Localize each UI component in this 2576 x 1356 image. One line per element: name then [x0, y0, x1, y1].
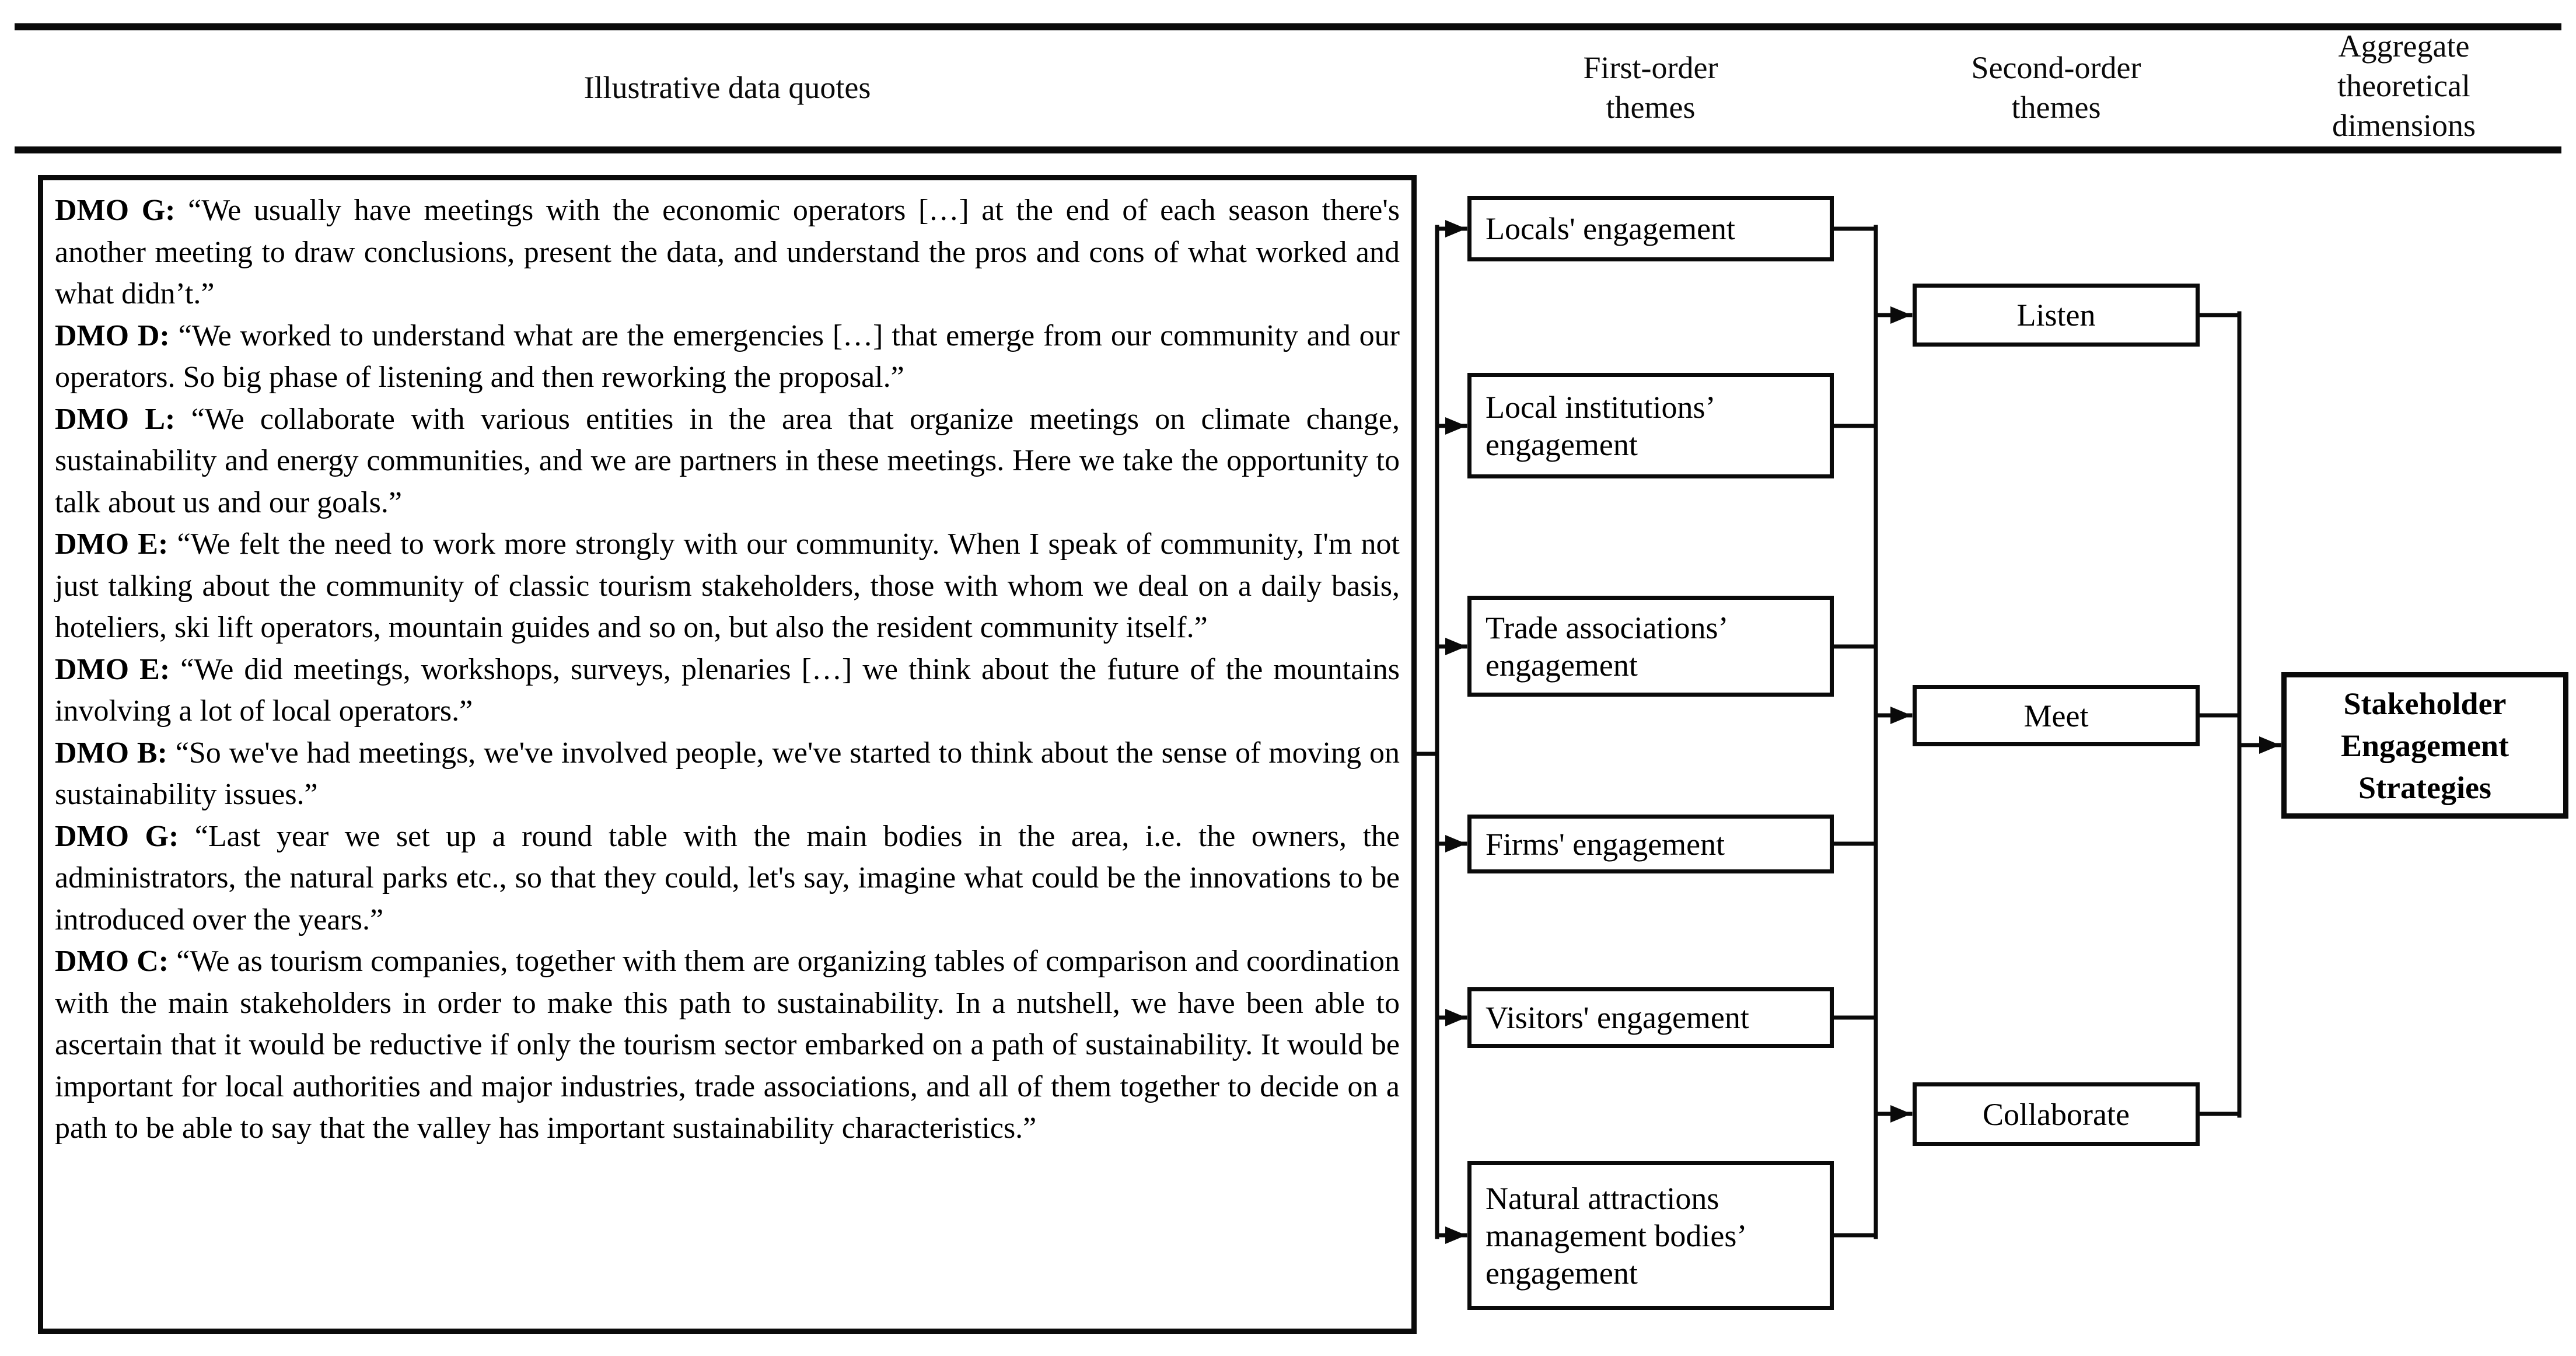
quote-item: DMO E: “We felt the need to work more st…	[55, 523, 1400, 649]
header-line: themes	[2011, 90, 2101, 125]
quote-speaker: DMO G:	[55, 819, 179, 853]
header-line: dimensions	[2332, 108, 2476, 143]
aggregate-box-stakeholder-engagement-strategies: Stakeholder Engagement Strategies	[2281, 672, 2568, 819]
box-label-line: engagement	[1486, 427, 1638, 462]
quote-speaker: DMO E:	[55, 527, 169, 561]
second-order-box-meet: Meet	[1913, 685, 2200, 746]
header-bottom-rule	[15, 146, 2561, 153]
quote-text: “So we've had meetings, we've involved p…	[55, 736, 1400, 812]
quote-text: “We as tourism companies, together with …	[55, 945, 1400, 1145]
quote-text: “We collaborate with various entities in…	[55, 402, 1400, 519]
quote-speaker: DMO D:	[55, 319, 170, 352]
quote-speaker: DMO B:	[55, 736, 167, 770]
box-label-line: engagement	[1486, 647, 1638, 683]
first-order-box-natural-attractions-management-bodies-engagement: Natural attractions management bodies’ e…	[1467, 1161, 1834, 1310]
first-order-box-local-institutions-engagement: Local institutions’ engagement	[1467, 373, 1834, 478]
quote-item: DMO D: “We worked to understand what are…	[55, 315, 1400, 399]
header-line: themes	[1606, 90, 1696, 125]
column-header-second-order-themes: Second-order themes	[1913, 48, 2200, 127]
box-label-line: Stakeholder	[2343, 686, 2507, 721]
first-order-box-visitors-engagement: Visitors' engagement	[1467, 987, 1834, 1048]
column-header-aggregate-theoretical-dimensions: Aggregate theoretical dimensions	[2264, 26, 2544, 145]
quote-text: “We usually have meetings with the econo…	[55, 194, 1400, 310]
quote-text: “We worked to understand what are the em…	[55, 319, 1400, 394]
quote-speaker: DMO C:	[55, 945, 169, 978]
quote-item: DMO G: “Last year we set up a round tabl…	[55, 816, 1400, 941]
box-label-line: Natural attractions	[1486, 1180, 1719, 1216]
quote-item: DMO C: “We as tourism companies, togethe…	[55, 941, 1400, 1149]
first-order-box-trade-associations-engagement: Trade associations’ engagement	[1467, 596, 1834, 697]
illustrative-quotes-panel: DMO G: “We usually have meetings with th…	[38, 175, 1417, 1334]
box-label-line: management bodies’	[1486, 1218, 1747, 1253]
box-label-line: Locals' engagement	[1486, 211, 1736, 246]
quote-speaker: DMO E:	[55, 652, 170, 686]
box-label-line: Strategies	[2358, 770, 2491, 805]
box-label-line: engagement	[1486, 1255, 1638, 1291]
box-label-line: Listen	[2016, 298, 2096, 333]
box-label-line: Engagement	[2341, 728, 2509, 763]
quote-item: DMO G: “We usually have meetings with th…	[55, 190, 1400, 315]
header-line: Aggregate	[2338, 29, 2470, 64]
column-header-illustrative-data-quotes: Illustrative data quotes	[583, 70, 871, 105]
header-line: First-order	[1583, 50, 1718, 85]
box-label-line: Trade associations’	[1486, 610, 1729, 645]
first-order-box-locals-engagement: Locals' engagement	[1467, 196, 1834, 261]
quote-text: “We felt the need to work more strongly …	[55, 527, 1400, 644]
box-label-line: Firms' engagement	[1486, 826, 1725, 862]
first-order-box-firms-engagement: Firms' engagement	[1467, 815, 1834, 873]
quote-speaker: DMO L:	[55, 402, 176, 436]
header-line: Second-order	[1971, 50, 2141, 85]
quote-item: DMO E: “We did meetings, workshops, surv…	[55, 649, 1400, 732]
quote-text: “Last year we set up a round table with …	[55, 819, 1400, 936]
box-label-line: Visitors' engagement	[1486, 1000, 1749, 1035]
quote-item: DMO L: “We collaborate with various enti…	[55, 399, 1400, 524]
box-label-line: Local institutions’	[1486, 389, 1716, 425]
box-label-line: Meet	[2023, 698, 2089, 733]
quote-text: “We did meetings, workshops, surveys, pl…	[55, 652, 1400, 728]
column-header-first-order-themes: First-order themes	[1467, 48, 1834, 127]
header-top-rule	[15, 23, 2561, 30]
quote-item: DMO B: “So we've had meetings, we've inv…	[55, 732, 1400, 816]
header-line: theoretical	[2337, 68, 2470, 103]
box-label-line: Collaborate	[1983, 1096, 2130, 1132]
second-order-box-collaborate: Collaborate	[1913, 1082, 2200, 1146]
quote-speaker: DMO G:	[55, 194, 176, 227]
second-order-box-listen: Listen	[1913, 284, 2200, 347]
